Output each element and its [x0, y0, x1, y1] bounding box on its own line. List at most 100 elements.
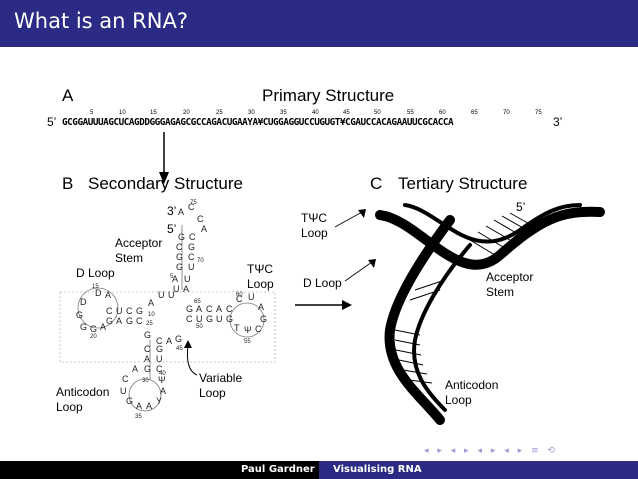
sequence-five-prime: 5’: [47, 115, 57, 129]
tick-5: 5: [90, 110, 94, 116]
panel-a-letter: A: [62, 86, 74, 105]
base-u: U: [248, 292, 255, 302]
svg-text:15: 15: [92, 284, 99, 290]
svg-text:30: 30: [142, 378, 149, 384]
tick-45: 45: [343, 110, 350, 116]
base-a: A: [160, 386, 166, 396]
beamer-navigation-icons[interactable]: ◂ ▸ ◂ ▸ ◂ ▸ ◂ ▸ ≡ ⟲: [424, 446, 558, 456]
base-u: U: [173, 284, 180, 294]
tick-40: 40: [312, 110, 319, 116]
base-u: U: [188, 262, 195, 272]
panel-c-letter: C: [370, 174, 383, 193]
base-g: G: [80, 322, 87, 332]
tpsic-loop-ring: [229, 302, 265, 338]
svg-text:10: 10: [148, 312, 155, 318]
base-u: U: [156, 354, 163, 364]
tick-75: 75: [535, 110, 542, 116]
tertiary-tpsic-label-2: Loop: [301, 226, 328, 240]
variable-loop-arrow: [186, 344, 198, 376]
base-y: Y: [156, 396, 162, 406]
base-g: G: [136, 306, 143, 316]
base-c: C: [156, 364, 163, 374]
tertiary-anticodon-label-1: Anticodon: [445, 378, 499, 392]
acceptor-stem-label-1: Acceptor: [115, 236, 163, 250]
tertiary-d-loop-label: D Loop: [303, 276, 342, 290]
base-a: A: [201, 224, 207, 234]
tpsic-pointer: [334, 211, 363, 228]
base-u: U: [196, 314, 203, 324]
base-g: G: [226, 314, 233, 324]
anticodon-loop-ring: [128, 378, 162, 412]
base-g: G: [178, 232, 185, 242]
base-a: A: [166, 336, 172, 346]
base-u: U: [116, 306, 123, 316]
base-g: G: [144, 330, 151, 340]
base-g: G: [126, 396, 133, 406]
tertiary-three-prime: 3’: [580, 206, 590, 220]
base-u: U: [184, 274, 191, 284]
d-loop-ring: [77, 287, 119, 329]
base-c: C: [188, 202, 195, 212]
base-g: G: [176, 252, 183, 262]
base-g: G: [76, 310, 83, 320]
tick-10: 10: [119, 110, 126, 116]
svg-text:5: 5: [170, 274, 174, 280]
svg-text:40: 40: [159, 371, 166, 377]
tertiary-acceptor-label-1: Acceptor: [486, 270, 534, 284]
base-c: C: [156, 336, 163, 346]
tertiary-tpsic-label-1: TΨC: [301, 211, 328, 225]
base-a: A: [148, 298, 154, 308]
base-c: C: [206, 304, 213, 314]
svg-text:35: 35: [135, 414, 142, 420]
base-c: C: [136, 316, 143, 326]
ribbon-backbone-2: [403, 203, 582, 244]
svg-text:75: 75: [190, 200, 197, 206]
base-g: G: [186, 304, 193, 314]
dloop-pointer: [344, 261, 373, 282]
title-bar: What is an RNA?: [0, 0, 638, 47]
right-arrow-head: [342, 300, 352, 310]
footer-author: Paul Gardner: [241, 464, 315, 475]
tpsic-loop-label-2: Loop: [247, 277, 274, 291]
secondary-five-prime: 5’: [167, 222, 177, 236]
svg-text:65: 65: [194, 299, 201, 305]
cloverleaf-diagram: [59, 225, 276, 412]
base-g: G: [106, 316, 113, 326]
base-c: C: [236, 294, 243, 304]
anticodon-loop-label-2: Loop: [56, 400, 83, 414]
base-a: A: [178, 207, 184, 217]
tick-30: 30: [248, 110, 255, 116]
base-c: C: [189, 232, 196, 242]
svg-text:25: 25: [146, 321, 153, 327]
base-d: D: [80, 297, 87, 307]
tertiary-five-prime: 5’: [516, 200, 526, 214]
anticodon-loop-label-1: Anticodon: [56, 385, 110, 399]
base-u: U: [158, 290, 165, 300]
tick-50: 50: [374, 110, 381, 116]
base-a: A: [196, 304, 202, 314]
footer-author-bar: Paul Gardner: [0, 461, 319, 479]
panel-b-letter: B: [62, 174, 74, 193]
tertiary-structure-heading: Tertiary Structure: [398, 174, 528, 193]
base-a: A: [100, 322, 106, 332]
tertiary-ribbon: [375, 203, 605, 425]
ribbon-backbone-3: [384, 215, 455, 425]
base-g: G: [260, 314, 267, 324]
tick-15: 15: [150, 110, 157, 116]
acceptor-stem-label-2: Stem: [115, 251, 144, 265]
base-a: A: [132, 364, 138, 374]
sequence-three-prime: 3’: [553, 115, 563, 129]
tick-70: 70: [503, 110, 510, 116]
footer-title-bar: Visualising RNA: [319, 461, 638, 479]
base-psi: Ψ: [158, 375, 166, 385]
tick-65: 65: [471, 110, 478, 116]
tertiary-interaction-box: [59, 291, 276, 363]
base-g: G: [126, 316, 133, 326]
base-g: G: [156, 344, 163, 354]
secondary-three-prime: 3’: [167, 204, 177, 218]
base-t: T: [234, 323, 240, 333]
tick-60: 60: [439, 110, 446, 116]
